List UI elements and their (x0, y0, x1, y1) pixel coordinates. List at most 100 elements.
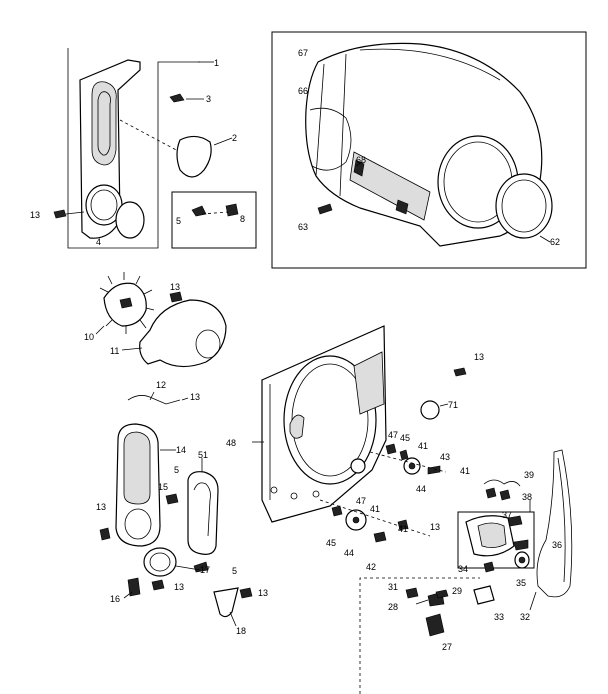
label-27: 27 (442, 642, 452, 652)
leader-18 (229, 611, 237, 627)
part-47-upper (385, 443, 397, 455)
duct-cover-51 (187, 471, 219, 555)
label-5-inset: 5 (176, 216, 181, 226)
screw-13-fuse (151, 579, 165, 591)
label-13-top: 13 (30, 210, 40, 220)
part-31 (405, 587, 419, 599)
blower-housing-port (195, 329, 221, 359)
label-47-lower: 47 (356, 496, 366, 506)
label-36: 36 (552, 540, 562, 550)
part-42 (373, 531, 387, 543)
group-bracket-front-panel (67, 48, 200, 249)
leader-62 (539, 235, 551, 243)
hardware-inset-box (171, 191, 257, 249)
thermostat-17 (143, 547, 177, 577)
drum-seam-2 (339, 53, 347, 197)
label-14: 14 (176, 445, 186, 455)
leader-28 (415, 599, 429, 605)
idler-dash-upper (369, 451, 447, 473)
label-5-duct: 5 (174, 465, 179, 475)
part-41-lower (397, 519, 409, 531)
label-44-upper: 44 (416, 484, 426, 494)
label-43: 43 (440, 452, 450, 462)
clip-39-b (499, 489, 511, 501)
bulkhead-bearing (350, 458, 366, 474)
blower-group (95, 272, 227, 368)
screw-13-thermo (239, 587, 253, 599)
leader-68 (355, 161, 363, 167)
front-panel-group (53, 48, 257, 249)
motor-clip-37 (507, 515, 523, 527)
label-10: 10 (84, 332, 94, 342)
door-seal (176, 135, 212, 178)
label-71: 71 (448, 400, 458, 410)
part-34 (483, 561, 495, 573)
label-42: 42 (366, 562, 376, 572)
leader-2 (213, 137, 233, 146)
label-3: 3 (206, 94, 211, 104)
screw-5-inset (191, 205, 207, 217)
screw-13-blower (169, 291, 183, 303)
label-34: 34 (458, 564, 468, 574)
label-1: 1 (214, 58, 219, 68)
bulkhead-screen (353, 351, 385, 415)
label-47-upper: 47 (388, 430, 398, 440)
pulley-44-upper-hub (408, 462, 416, 470)
part-27 (425, 613, 445, 637)
leader-10 (95, 325, 105, 335)
label-18: 18 (236, 626, 246, 636)
label-41-lower-a: 41 (370, 504, 380, 514)
front-panel-filter (115, 201, 145, 239)
callout-labels: 1 3 2 5 8 13 4 67 66 68 63 62 10 13 11 1… (30, 48, 562, 652)
label-33: 33 (494, 612, 504, 622)
pulley-44-lower-hub (352, 516, 360, 524)
wiring-bracket (359, 577, 480, 694)
wire-harness-12 (127, 395, 181, 405)
label-51: 51 (198, 450, 208, 460)
bulkhead-group (252, 325, 467, 523)
bulkhead-hole-1 (270, 486, 278, 494)
screw-63 (317, 203, 333, 215)
label-12: 12 (156, 380, 166, 390)
drum-seal-inner (501, 179, 547, 233)
label-38: 38 (522, 492, 532, 502)
label-2: 2 (232, 133, 237, 143)
label-8: 8 (240, 214, 245, 224)
label-67: 67 (298, 48, 308, 58)
blower-hub (119, 297, 133, 309)
label-32: 32 (520, 612, 530, 622)
wiring-group (359, 577, 495, 694)
drum-group (271, 31, 587, 269)
lint-door-inner (97, 91, 111, 156)
label-28: 28 (388, 602, 398, 612)
label-41-lower-b: 41 (398, 524, 408, 534)
label-13-thermo: 13 (258, 588, 268, 598)
clip-39-a (485, 487, 497, 499)
thermostat-17-inner (149, 552, 171, 572)
label-4: 4 (96, 237, 101, 247)
part-29 (435, 589, 449, 599)
drum-baffle (349, 151, 431, 221)
label-44-lower: 44 (344, 548, 354, 558)
label-13-fuse: 13 (174, 582, 184, 592)
drive-belt-32-inner (557, 457, 566, 583)
ring-71 (420, 400, 440, 420)
screw-15 (165, 493, 179, 505)
screw-13-bulkhead (453, 367, 467, 377)
leader-dash-inset (201, 211, 229, 215)
leader-11 (121, 347, 143, 351)
label-16: 16 (110, 594, 120, 604)
fuse-16 (127, 577, 141, 597)
clip-39 (483, 479, 521, 487)
part-47-lower (331, 505, 343, 517)
bulkhead-hole-3 (312, 490, 320, 498)
drum-seam-1 (315, 63, 325, 177)
part-45-upper (399, 449, 409, 461)
thermostat-18 (213, 587, 239, 618)
leader-13a (65, 211, 85, 215)
drum-seal (495, 173, 553, 239)
pulley-35-hub (518, 556, 526, 564)
drive-belt-32 (536, 449, 573, 598)
bulkhead-opening (283, 355, 377, 485)
